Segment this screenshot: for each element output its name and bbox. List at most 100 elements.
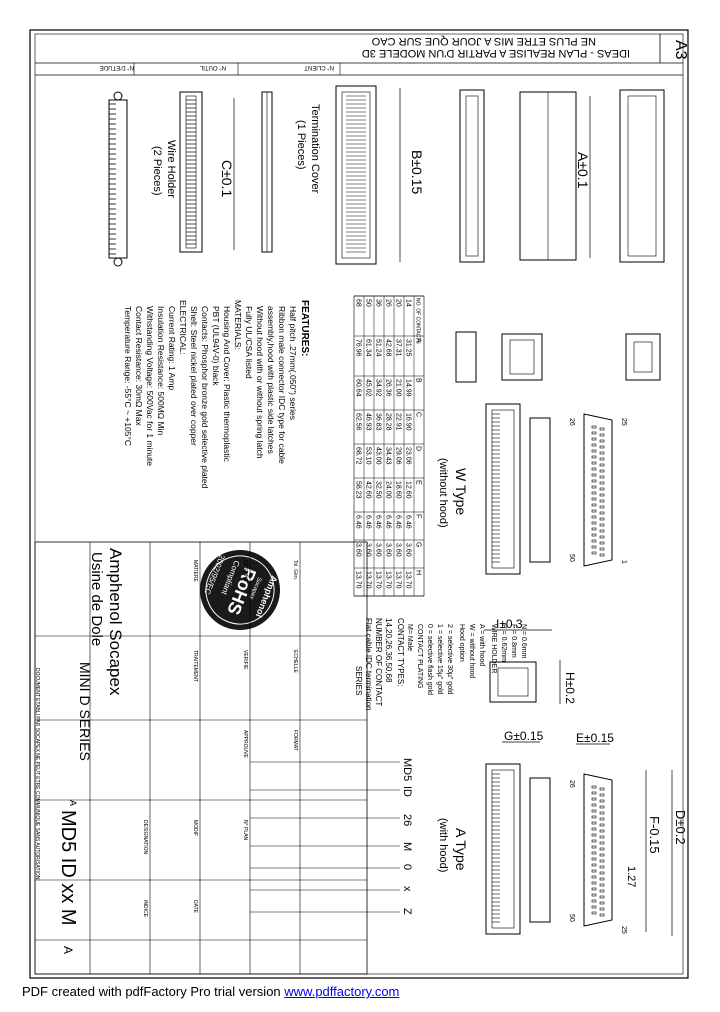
table-header-cell: A: [415, 338, 422, 343]
a-type-drawing: [485, 763, 613, 935]
footer-link[interactable]: www.pdffactory.com: [284, 984, 400, 999]
title-field-label: FORMAT: [292, 730, 298, 751]
dim-pitch: 1.27: [625, 866, 637, 887]
table-header-cell: F: [415, 514, 422, 518]
feature-line: Insulation Resistance: 500MΩ Min: [156, 306, 166, 435]
title-field-label: APPROUVE: [242, 730, 248, 758]
table-cell: 14.99: [405, 379, 412, 397]
table-cell: 6.46: [375, 515, 382, 529]
ordering-code-segment: 0: [401, 864, 413, 870]
table-cell: 26.36: [385, 379, 392, 397]
detail-side: [489, 661, 537, 703]
title-field-label: DESIGNATION: [142, 820, 148, 854]
table-cell: 68: [355, 299, 362, 307]
ordering-code-segment: Z: [401, 908, 413, 915]
table-cell: 3.60: [365, 543, 372, 557]
table-cell: 43.00: [375, 447, 382, 465]
ordering-wire-e: E = 0.62mm: [500, 624, 507, 662]
table-cell: 61.34: [365, 339, 372, 357]
rohs-badge: Amphenol RoHS Compliant 2002/95/EC Socap…: [200, 550, 280, 630]
plant-name: Usine de Dole: [88, 552, 105, 646]
table-cell: 76.96: [355, 339, 362, 357]
table-cell: 42.68: [385, 339, 392, 357]
feature-line: PBT (UL94V-0) black: [211, 306, 221, 386]
termination-cover-top: [335, 85, 377, 265]
a-pin-50: 50: [568, 914, 575, 922]
w-type-sublabel: (without hood): [437, 458, 449, 528]
ordering-wire-n: N = 0.6mm: [520, 624, 527, 659]
feature-line: assembly,hood with plastic side latches: [266, 306, 276, 454]
table-header-cell: H: [415, 570, 422, 575]
ordering-contacts-label: NUMBER OF CONTACT: [374, 618, 383, 706]
dim-a: A±0.1: [575, 152, 591, 189]
ordering-type-m: M= Male: [406, 624, 413, 651]
title-field-label: DESSINE: [242, 560, 248, 583]
ordering-contacts-values: 14,20,26,36,50,68: [384, 618, 393, 683]
table-cell: 13.70: [405, 571, 412, 589]
table-cell: 42.60: [365, 481, 372, 499]
table-cell: 62.56: [355, 413, 362, 431]
title-field-label: Tol. Gén.: [292, 560, 298, 580]
table-cell: 34.92: [375, 379, 382, 397]
ordering-wire-f: F = 0.8mm: [510, 624, 517, 658]
dim-d: D±0.2: [673, 810, 688, 845]
w-pin-25: 25: [620, 418, 627, 426]
table-cell: 34.43: [385, 447, 392, 465]
table-cell: 3.60: [355, 543, 362, 557]
title-field-label: MODIF: [192, 820, 198, 836]
title-field-label: N° PLAN: [242, 820, 248, 840]
table-cell: 29.06: [395, 447, 402, 465]
sheet-size-label: A3: [672, 40, 689, 60]
dim-e: E±0.15: [576, 731, 614, 745]
feature-line: Without hood with or without spring latc…: [255, 306, 265, 459]
feature-line: ELECTRICAL:: [178, 300, 188, 355]
ordering-series-label: SERIES: [354, 666, 363, 695]
sheet-marker: A: [61, 946, 75, 954]
confidential-note: DOCUMENT ETABLI PAR SOCAPEX NE PEUT ETRE…: [34, 668, 40, 880]
dim-c: C±0.1: [219, 160, 235, 197]
table-cell: 13.70: [365, 571, 372, 589]
table-cell: 6.46: [405, 515, 412, 529]
table-cell: 16.90: [405, 413, 412, 431]
feature-line: Temperature Range: -55°C ~ +105°C: [123, 306, 133, 446]
table-cell: 36: [375, 299, 382, 307]
a-pin-25: 25: [620, 926, 627, 934]
table-header-cell: D: [415, 446, 422, 451]
table-cell: 3.60: [375, 543, 382, 557]
table-cell: 53.10: [365, 447, 372, 465]
part-number: MD5 ID xx M: [57, 810, 79, 926]
table-cell: 60.64: [355, 379, 362, 397]
feature-line: Fully UL/CSA listed: [244, 306, 254, 379]
table-cell: 37.31: [395, 339, 402, 357]
table-cell: 28.28: [385, 413, 392, 431]
table-cell: 26: [385, 299, 392, 307]
table-cell: 13.70: [385, 571, 392, 589]
table-cell: 13.70: [395, 571, 402, 589]
ordering-wire-label: WIRE HOLDER: [490, 624, 497, 673]
table-cell: 45.02: [365, 379, 372, 397]
ordering-plating-2: 2 = selective 30µ" gold: [446, 624, 453, 695]
feature-line: Shell: Steel nickel plated over copper: [189, 306, 199, 446]
table-cell: 46.93: [365, 413, 372, 431]
table-cell: 3.60: [385, 543, 392, 557]
table-cell: 51.24: [375, 339, 382, 357]
table-cell: 24.00: [385, 481, 392, 499]
dim-h: H±0.2: [563, 672, 577, 704]
table-cell: 21.00: [395, 379, 402, 397]
ordering-code-segment: ID: [401, 786, 413, 797]
table-header-cell: B: [415, 378, 422, 383]
termination-cover-qty: (1 Pieces): [295, 120, 307, 170]
footer-text: PDF created with pdfFactory Pro trial ve…: [22, 984, 285, 999]
pdf-footer: PDF created with pdfFactory Pro trial ve…: [22, 984, 399, 999]
table-cell: 13.70: [375, 571, 382, 589]
table-cell: 31.25: [405, 339, 412, 357]
w-pin-50: 50: [568, 554, 575, 562]
table-cell: 3.60: [405, 543, 412, 557]
small-side-views: [455, 331, 661, 383]
connector-body-top: [459, 89, 665, 263]
title-field-label: DATE: [192, 900, 198, 914]
ordering-hood-w: W = without hood: [468, 624, 475, 678]
table-cell: 36.83: [375, 413, 382, 431]
ordering-code-segment: M: [401, 842, 413, 851]
